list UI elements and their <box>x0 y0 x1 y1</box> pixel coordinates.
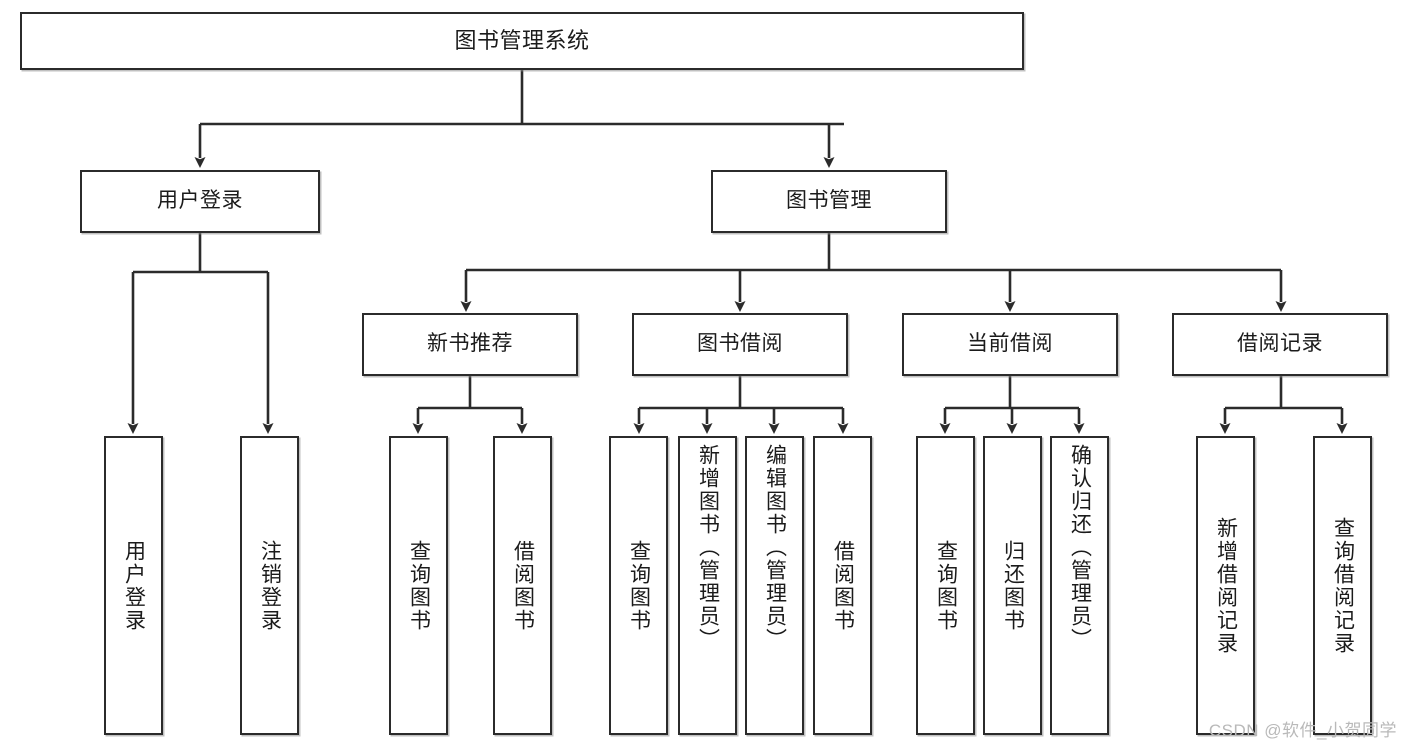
node-leaf-logout-login[interactable]: 注销登录 <box>240 436 299 735</box>
node-borrow-record[interactable]: 借阅记录 <box>1172 313 1388 376</box>
node-leaf-query-book-3[interactable]: 查询图书 <box>916 436 975 735</box>
node-book-borrow[interactable]: 图书借阅 <box>632 313 848 376</box>
node-leaf-query-book-2-label: 查询图书 <box>627 539 651 632</box>
node-leaf-borrow-book-2[interactable]: 借阅图书 <box>813 436 872 735</box>
node-root[interactable]: 图书管理系统 <box>20 12 1024 70</box>
node-leaf-edit-book-label: 编辑图书（管理员） <box>763 444 787 651</box>
node-leaf-add-record[interactable]: 新增借阅记录 <box>1196 436 1255 735</box>
node-borrow-record-label: 借阅记录 <box>1237 332 1323 356</box>
node-book-manage-label: 图书管理 <box>786 189 872 213</box>
node-leaf-borrow-book-2-label: 借阅图书 <box>831 539 855 632</box>
node-leaf-query-book-1-label: 查询图书 <box>407 539 431 632</box>
node-leaf-query-record-label: 查询借阅记录 <box>1331 516 1355 655</box>
node-leaf-return-book[interactable]: 归还图书 <box>983 436 1042 735</box>
node-leaf-confirm-return-label: 确认归还（管理员） <box>1068 444 1092 651</box>
node-leaf-add-book-label: 新增图书（管理员） <box>696 444 720 651</box>
node-leaf-logout-login-label: 注销登录 <box>258 539 282 632</box>
node-leaf-borrow-book-1[interactable]: 借阅图书 <box>493 436 552 735</box>
node-leaf-query-record[interactable]: 查询借阅记录 <box>1313 436 1372 735</box>
node-new-book-recommend[interactable]: 新书推荐 <box>362 313 578 376</box>
watermark: CSDN @软件_小贺同学 <box>1208 721 1397 740</box>
node-current-borrow[interactable]: 当前借阅 <box>902 313 1118 376</box>
node-leaf-user-login[interactable]: 用户登录 <box>104 436 163 735</box>
node-book-manage[interactable]: 图书管理 <box>711 170 947 233</box>
node-root-label: 图书管理系统 <box>454 28 590 54</box>
node-leaf-query-book-3-label: 查询图书 <box>934 539 958 632</box>
node-book-borrow-label: 图书借阅 <box>697 332 783 356</box>
node-leaf-return-book-label: 归还图书 <box>1001 539 1025 632</box>
node-leaf-add-record-label: 新增借阅记录 <box>1214 516 1238 655</box>
node-leaf-borrow-book-1-label: 借阅图书 <box>511 539 535 632</box>
node-new-book-recommend-label: 新书推荐 <box>427 332 513 356</box>
node-leaf-edit-book[interactable]: 编辑图书（管理员） <box>745 436 804 735</box>
node-leaf-query-book-1[interactable]: 查询图书 <box>389 436 448 735</box>
node-leaf-confirm-return[interactable]: 确认归还（管理员） <box>1050 436 1109 735</box>
node-leaf-query-book-2[interactable]: 查询图书 <box>609 436 668 735</box>
node-user-login[interactable]: 用户登录 <box>80 170 320 233</box>
node-leaf-user-login-label: 用户登录 <box>122 539 146 632</box>
node-user-login-label: 用户登录 <box>157 189 243 213</box>
node-current-borrow-label: 当前借阅 <box>967 332 1053 356</box>
node-leaf-add-book[interactable]: 新增图书（管理员） <box>678 436 737 735</box>
